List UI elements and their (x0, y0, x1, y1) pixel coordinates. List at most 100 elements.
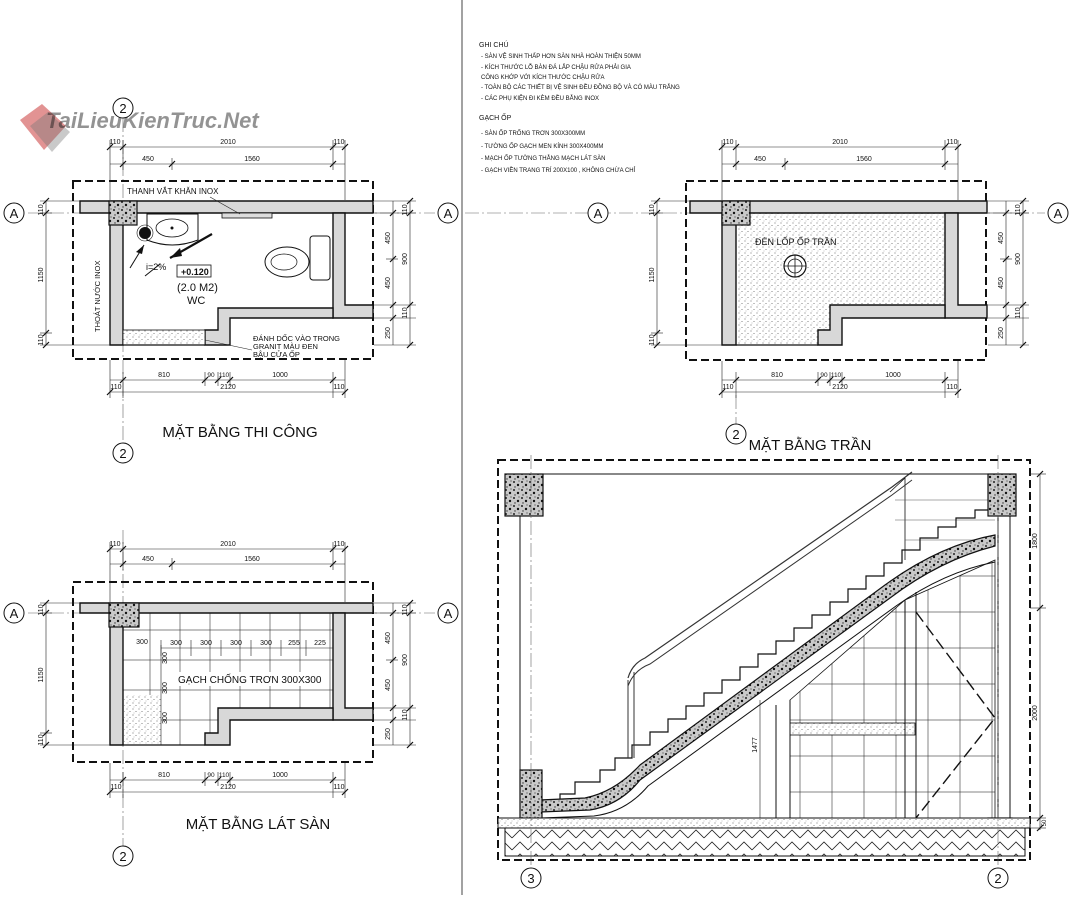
svg-text:1560: 1560 (244, 156, 260, 163)
svg-text:2010: 2010 (220, 139, 236, 146)
svg-text:1000: 1000 (885, 372, 901, 379)
svg-text:110: 110 (38, 204, 45, 215)
svg-text:110: 110 (722, 139, 733, 146)
column (987, 473, 1017, 517)
column (504, 473, 544, 517)
wall-tile-area (789, 559, 996, 819)
towel-bar-label: THANH VẮT KHĂN INOX (127, 187, 219, 196)
svg-text:2: 2 (119, 849, 126, 864)
detail-boundary (72, 581, 374, 763)
wall-top (79, 200, 374, 214)
svg-text:110: 110 (946, 139, 957, 146)
slope-label: i=2% (146, 262, 166, 272)
svg-text:110: 110 (402, 709, 409, 720)
svg-text:110: 110 (219, 772, 230, 779)
svg-text:450: 450 (385, 679, 392, 691)
wall-bottom (204, 707, 334, 746)
left-dimensions: 110 1150 110 (649, 197, 722, 349)
svg-text:225: 225 (314, 640, 326, 647)
svg-text:2000: 2000 (1032, 705, 1039, 721)
note-item: CÔNG KHỚP VỚI KÍCH THƯỚC CHẬU RỬA (481, 74, 604, 81)
watermark-text: TaiLieuKienTruc.Net (46, 108, 260, 133)
svg-text:110: 110 (402, 204, 409, 215)
svg-text:300: 300 (230, 640, 242, 647)
svg-text:110: 110 (38, 334, 45, 345)
tile-dimensions: 300 300 300 300 255 225 300 300 300 300 (136, 639, 333, 745)
detail-boundary (685, 180, 987, 361)
svg-text:250: 250 (385, 327, 392, 339)
towel-bar (221, 212, 273, 219)
bottom-dimensions: 810 90 110 1000 2120 110 110 (106, 763, 349, 798)
tile-note-item: - MẠCH ỐP TƯỜNG THẲNG MẠCH LÁT SÀN (481, 155, 606, 162)
column (108, 200, 138, 226)
svg-text:300: 300 (170, 640, 182, 647)
stair-section: 3 2 1800 2000 50 1477 (497, 455, 1048, 889)
ceiling-light-icon (783, 254, 807, 278)
notes-title: GHI CHÚ (479, 40, 509, 49)
tile-notes-title: GẠCH ỐP (479, 112, 512, 122)
wall-right (332, 612, 374, 721)
svg-text:90: 90 (820, 372, 828, 379)
svg-text:110: 110 (38, 734, 45, 745)
svg-text:1000: 1000 (272, 772, 288, 779)
svg-text:2010: 2010 (832, 139, 848, 146)
svg-text:A: A (10, 206, 19, 221)
svg-text:1000: 1000 (272, 372, 288, 379)
stair-steps (540, 509, 995, 807)
wall-bottom (204, 307, 334, 346)
right-dimensions: 450 450 250 110 900 110 (374, 599, 416, 749)
svg-text:255: 255 (288, 640, 300, 647)
plan-ceiling: A A 2 ĐÈN LỐP ỐP TRẦN (465, 139, 1069, 454)
axis-bubble-a: A (587, 202, 609, 224)
axis-bubble-a: A (437, 202, 459, 224)
svg-text:250: 250 (998, 327, 1005, 339)
axis-bubble-2: 2 (725, 423, 747, 445)
floor-drain-icon (136, 224, 154, 242)
svg-text:300: 300 (162, 682, 169, 694)
svg-text:3: 3 (527, 871, 534, 886)
svg-text:450: 450 (385, 277, 392, 289)
svg-text:450: 450 (142, 156, 154, 163)
stair-slab (539, 534, 996, 813)
tile-note-item: - GẠCH VIỀN TRANG TRÍ 200X100 , KHÔNG CH… (481, 167, 636, 174)
tile-note-item: - SÀN ỐP TRỐNG TRƠN 300X300MM (481, 130, 585, 137)
svg-text:2: 2 (119, 101, 126, 116)
top-dimensions: 110 2010 110 450 1560 (718, 139, 962, 200)
svg-text:110: 110 (110, 784, 121, 791)
svg-text:2010: 2010 (220, 541, 236, 548)
svg-text:300: 300 (200, 640, 212, 647)
svg-text:900: 900 (402, 253, 409, 265)
svg-text:900: 900 (1015, 253, 1022, 265)
wall-top (689, 200, 988, 214)
svg-text:A: A (594, 206, 603, 221)
svg-text:110: 110 (649, 334, 656, 345)
section-dimensions: 1800 2000 50 1477 (752, 470, 1048, 832)
notes-block: GHI CHÚ - SÀN VỆ SINH THẤP HƠN SÀN NHÀ H… (479, 40, 680, 174)
svg-text:450: 450 (754, 156, 766, 163)
sink (146, 213, 199, 246)
wall-top (79, 602, 374, 614)
svg-text:A: A (444, 206, 453, 221)
svg-text:810: 810 (158, 772, 170, 779)
svg-text:300: 300 (162, 712, 169, 724)
svg-text:1800: 1800 (1032, 533, 1039, 549)
plan-title: MẶT BẰNG TRẦN (749, 436, 872, 454)
detail-boundary (497, 459, 1031, 861)
svg-text:450: 450 (142, 556, 154, 563)
floor-slab (504, 827, 1026, 857)
threshold-label-1: ĐÁNH DỐC VÀO TRONG (253, 333, 340, 343)
svg-text:810: 810 (158, 372, 170, 379)
left-dimensions: 110 1150 110 (38, 599, 110, 749)
threshold-label-3: BẬU CỬA ỐP (253, 349, 300, 359)
svg-text:110: 110 (333, 384, 344, 391)
wall-left (109, 212, 124, 346)
plan-title: MẶT BẰNG THI CÔNG (162, 423, 317, 441)
svg-text:110: 110 (333, 784, 344, 791)
svg-text:2120: 2120 (220, 784, 236, 791)
svg-text:2: 2 (732, 427, 739, 442)
svg-text:110: 110 (219, 372, 230, 379)
svg-text:A: A (1054, 206, 1063, 221)
svg-text:110: 110 (649, 204, 656, 215)
column (108, 602, 140, 628)
svg-text:A: A (444, 606, 453, 621)
